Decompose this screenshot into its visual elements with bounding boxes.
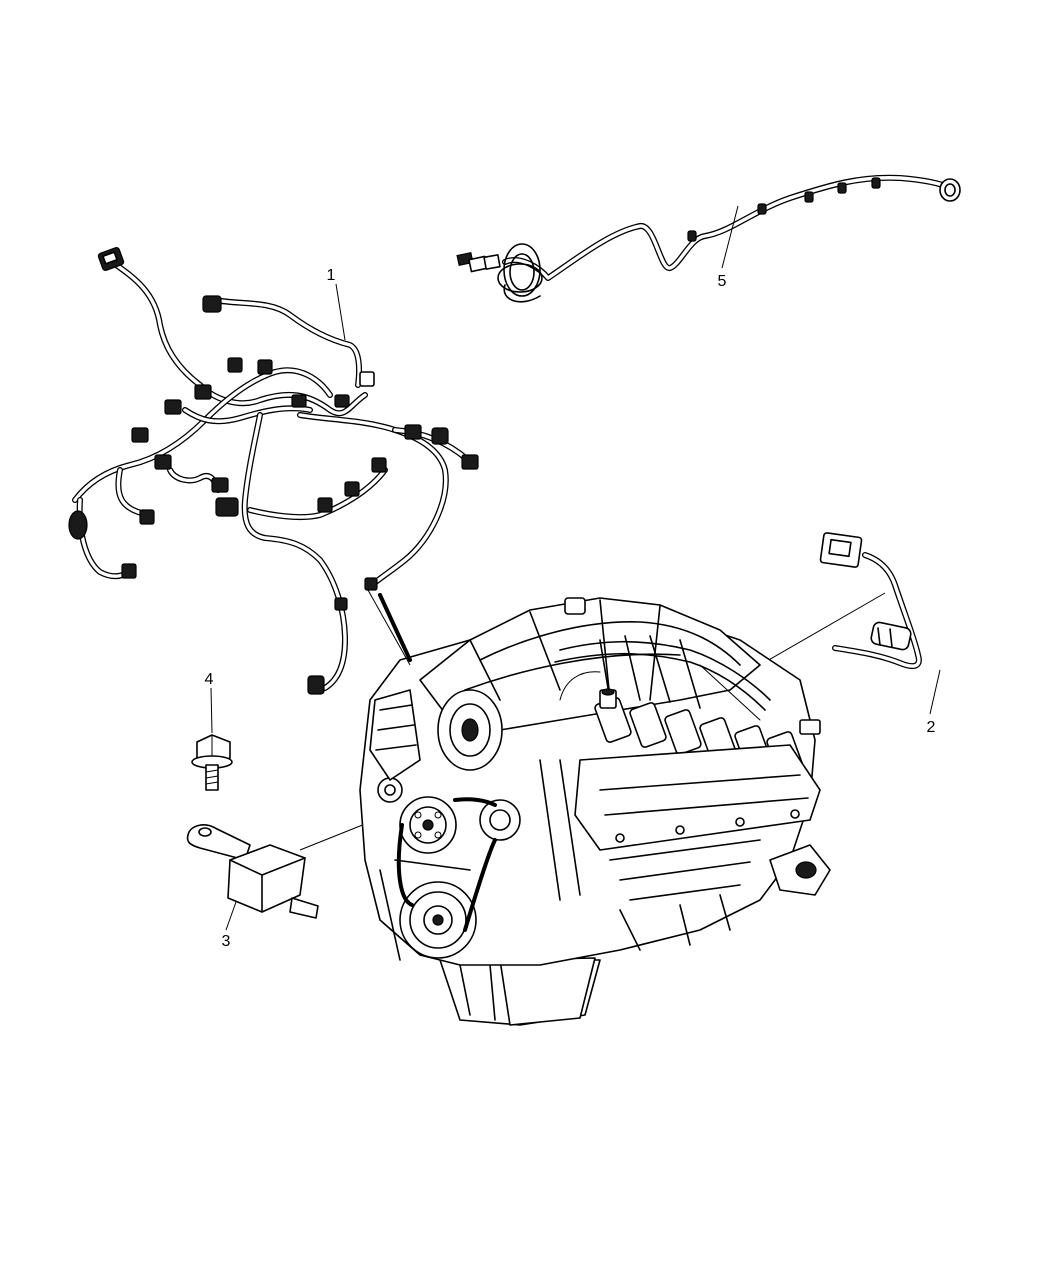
- engine-assembly: [359, 589, 831, 1026]
- part-5-body-harness: [456, 174, 961, 303]
- callout-1: 1: [327, 267, 336, 284]
- callout-5: 5: [718, 273, 727, 290]
- part-4-bolt: [191, 687, 233, 791]
- callout-4: 4: [205, 671, 214, 688]
- callout-labels: 1 2 3 4 5: [205, 267, 936, 950]
- part-3-relay: [186, 817, 381, 931]
- callout-2: 2: [927, 719, 936, 736]
- part-1-engine-harness: [68, 247, 479, 695]
- part-2-sensor: [759, 532, 941, 715]
- callout-3: 3: [222, 933, 231, 950]
